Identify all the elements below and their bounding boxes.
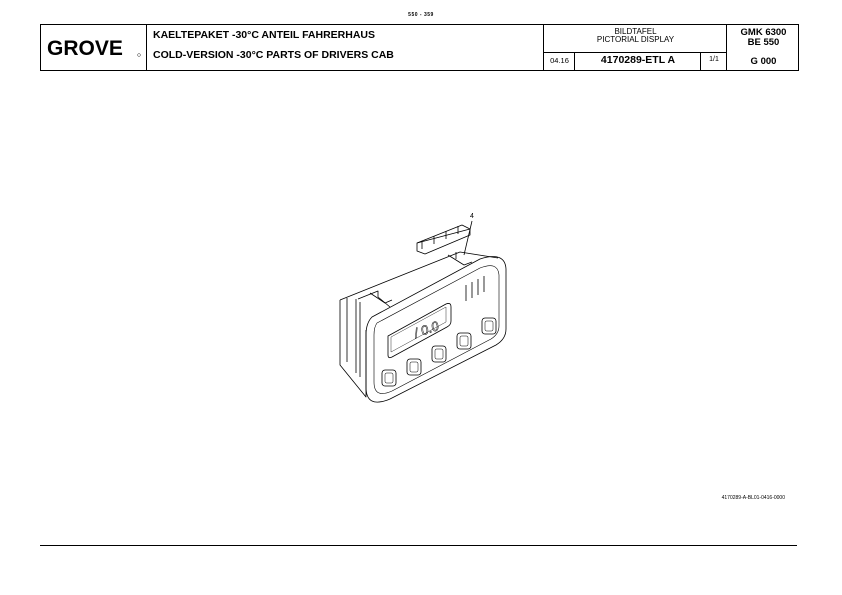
figure-reference: 4170289-A-BL01-0416-0000 <box>721 495 785 501</box>
model-line-2: BE 550 <box>747 37 780 48</box>
svg-text:GROVE: GROVE <box>47 37 123 60</box>
title-german: KAELTEPAKET -30°C ANTEIL FAHRERHAUS <box>153 29 375 41</box>
display-type: BILDTAFEL PICTORIAL DISPLAY <box>544 28 727 44</box>
issue-date: 04.16 <box>550 56 569 65</box>
display-type-english: PICTORIAL DISPLAY <box>596 35 675 44</box>
front-bezel <box>365 256 507 403</box>
title-english: COLD-VERSION -30°C PARTS OF DRIVERS CAB <box>153 49 394 61</box>
part-callout-4: 4 <box>470 213 474 220</box>
panel-button-3 <box>431 345 447 363</box>
panel-button-5 <box>481 317 497 335</box>
title-block: GROVE KAELTEPAKET -30°C ANTEIL FAHRERHAU… <box>40 24 799 71</box>
model-line-1: GMK 6300 <box>740 27 787 38</box>
page-number: 550 - 359 <box>408 12 434 18</box>
control-panel-drawing: 4 / 0.0 <box>330 205 520 405</box>
connector <box>416 228 471 255</box>
housing-body <box>339 300 367 398</box>
display-type-german: BILDTAFEL <box>614 27 657 36</box>
panel-button-1 <box>381 369 397 387</box>
panel-button-4 <box>456 332 472 350</box>
indicator-strip <box>465 276 485 301</box>
bottom-rule <box>40 545 797 546</box>
model-code: G 000 <box>750 56 777 67</box>
document-number: 4170289-ETL A <box>600 54 676 66</box>
lcd-digits: / 0.0 <box>411 318 442 341</box>
panel-button-2 <box>406 358 422 376</box>
callout-leader-line <box>463 220 473 256</box>
model-designation: GMK 6300 BE 550 <box>727 28 800 48</box>
sheet-number: 1/1 <box>709 56 719 63</box>
lcd-display <box>387 303 452 359</box>
grove-logo: GROVE <box>45 34 141 62</box>
